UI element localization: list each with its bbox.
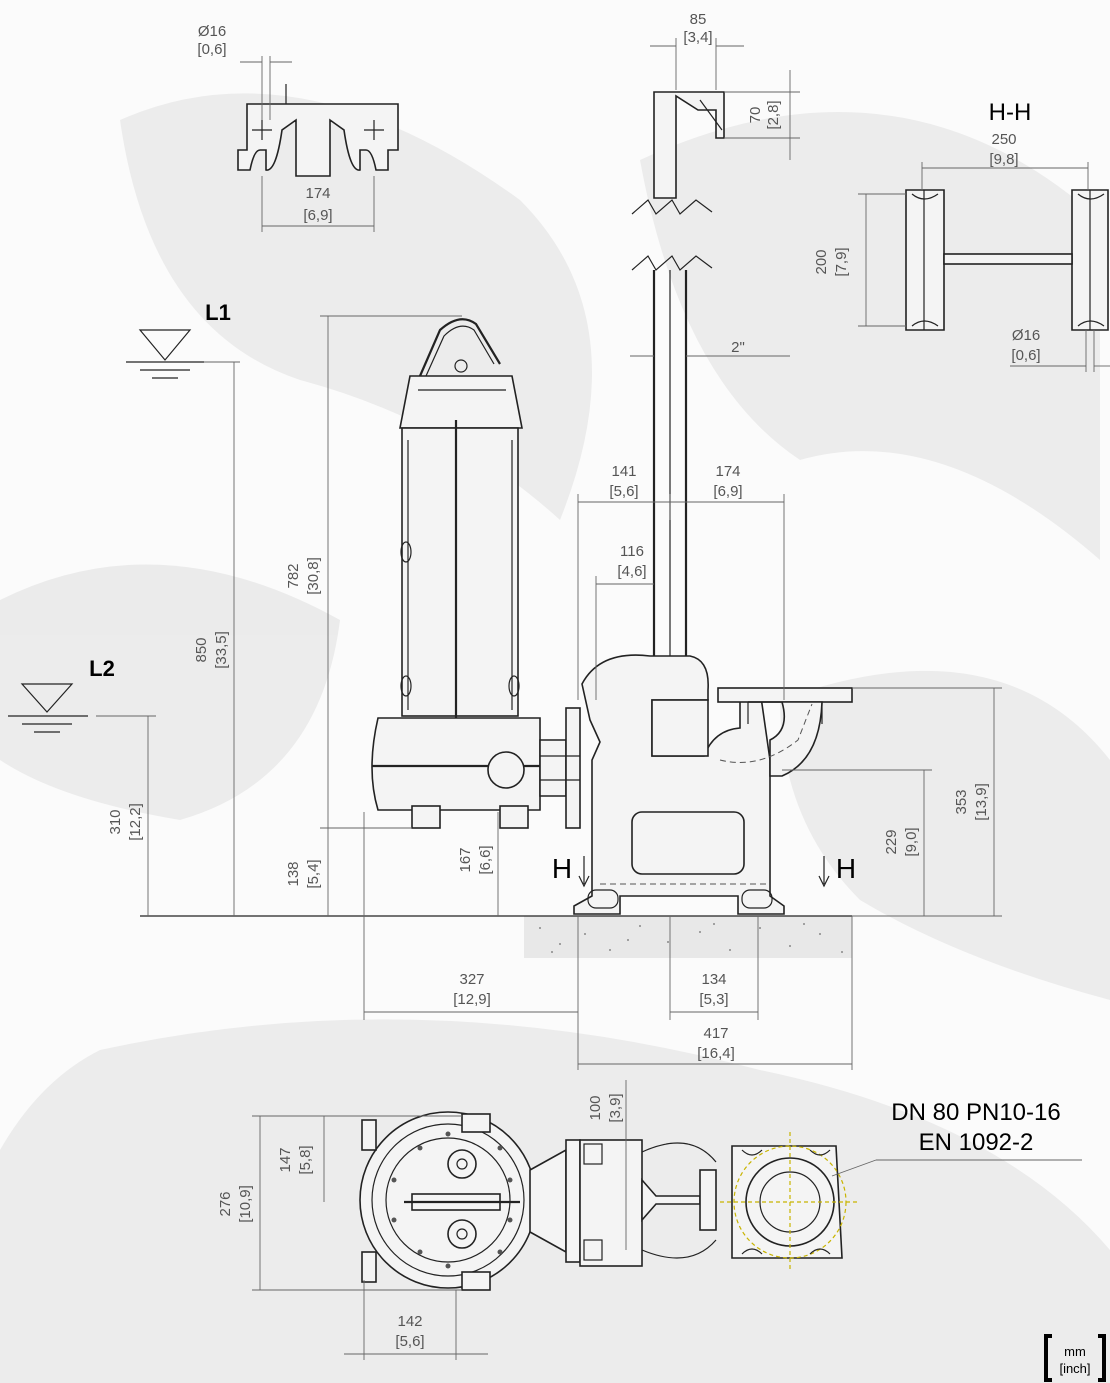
dim-174-mid-inch: [6,9] bbox=[713, 483, 742, 500]
dimension-147: 147 [5,8] bbox=[277, 1115, 462, 1202]
dim-327-mm: 327 bbox=[459, 971, 484, 988]
unit-legend: mm [inch] bbox=[1044, 1334, 1106, 1382]
dimension-116: 116 [4,6] bbox=[595, 543, 654, 700]
dim-174-top-inch: [6,9] bbox=[303, 207, 332, 224]
dim-147-mm: 147 bbox=[277, 1147, 294, 1172]
flange-spec-line1: DN 80 PN10-16 bbox=[891, 1099, 1060, 1126]
dim-100-mm: 100 bbox=[587, 1095, 604, 1120]
dim-276-inch: [10,9] bbox=[237, 1185, 254, 1223]
dimension-134: 134 [5,3] bbox=[669, 916, 759, 1020]
dim-327-inch: [12,9] bbox=[453, 991, 491, 1008]
upper-bracket-view bbox=[631, 91, 725, 271]
dim-174-top-mm: 174 bbox=[305, 185, 330, 202]
dim-100-inch: [3,9] bbox=[607, 1093, 624, 1122]
dim-353-inch: [13,9] bbox=[973, 783, 990, 821]
dimension-850: 850 [33,5] bbox=[193, 362, 235, 916]
dim-116-inch: [4,6] bbox=[617, 563, 646, 580]
level-l1-label: L1 bbox=[205, 300, 231, 325]
dimension-417: 417 [16,4] bbox=[577, 916, 853, 1070]
dim-782-inch: [30,8] bbox=[305, 557, 322, 595]
dim-417-inch: [16,4] bbox=[697, 1045, 735, 1062]
dim-167-mm: 167 bbox=[457, 847, 474, 872]
dim-d16-top-mm: Ø16 bbox=[198, 23, 226, 40]
dim-85-mm: 85 bbox=[690, 11, 707, 28]
dimension-174-mid: 174 [6,9] bbox=[670, 463, 785, 700]
pump-side-view bbox=[371, 318, 581, 829]
ground-concrete bbox=[140, 915, 852, 958]
pipe-size-callout: 2" bbox=[630, 339, 790, 357]
dim-85-inch: [3,4] bbox=[683, 29, 712, 46]
dim-310-inch: [12,2] bbox=[127, 803, 144, 841]
level-l1-marker: L1 bbox=[126, 300, 240, 379]
dimension-138: 138 [5,4] bbox=[285, 828, 329, 916]
dimension-142: 142 [5,6] bbox=[344, 1280, 488, 1360]
dim-229-mm: 229 bbox=[883, 829, 900, 854]
dimension-250: 250 [9,8] bbox=[921, 131, 1089, 190]
dimension-174-top: 174 [6,9] bbox=[261, 176, 375, 232]
dimension-100: 100 [3,9] bbox=[587, 1080, 627, 1250]
dimension-d16-top: Ø16 [0,6] bbox=[197, 23, 292, 120]
dimension-327: 327 [12,9] bbox=[363, 812, 579, 1020]
section-hh-view bbox=[905, 189, 1109, 331]
dimension-70: 70 [2,8] bbox=[724, 70, 800, 160]
dim-850-inch: [33,5] bbox=[213, 631, 230, 669]
dim-353-mm: 353 bbox=[953, 789, 970, 814]
section-h-left: H bbox=[552, 853, 572, 884]
dim-174-mid-mm: 174 bbox=[715, 463, 740, 480]
dimension-310: 310 [12,2] bbox=[107, 716, 149, 916]
dimension-85: 85 [3,4] bbox=[650, 11, 744, 90]
flange-top-view bbox=[720, 1132, 1082, 1272]
dim-134-inch: [5,3] bbox=[699, 991, 728, 1008]
dim-134-mm: 134 bbox=[701, 971, 726, 988]
dim-310-mm: 310 bbox=[107, 809, 124, 834]
dimension-200: 200 [7,9] bbox=[813, 193, 906, 327]
dim-417-mm: 417 bbox=[703, 1025, 728, 1042]
dim-229-inch: [9,0] bbox=[903, 827, 920, 856]
dim-138-inch: [5,4] bbox=[305, 859, 322, 888]
dim-d16-top-inch: [0,6] bbox=[197, 41, 226, 58]
dimension-229: 229 [9,0] bbox=[782, 769, 932, 917]
dim-142-inch: [5,6] bbox=[395, 1333, 424, 1350]
dim-167-inch: [6,6] bbox=[477, 845, 494, 874]
section-h-marker-left: H bbox=[552, 853, 590, 888]
dim-276-mm: 276 bbox=[217, 1191, 234, 1216]
dim-200-inch: [7,9] bbox=[833, 247, 850, 276]
dim-147-inch: [5,8] bbox=[297, 1145, 314, 1174]
dimension-d16-hh: Ø16 [0,6] bbox=[1010, 327, 1110, 372]
dim-d16-hh-inch: [0,6] bbox=[1011, 347, 1040, 364]
dim-116-mm: 116 bbox=[620, 543, 644, 560]
dim-142-mm: 142 bbox=[397, 1313, 422, 1330]
pipe-size-label: 2" bbox=[731, 339, 745, 356]
duck-foot-bend bbox=[573, 654, 853, 915]
level-l2-label: L2 bbox=[89, 656, 115, 681]
section-h-right: H bbox=[836, 853, 856, 884]
dimension-353: 353 [13,9] bbox=[852, 687, 1002, 917]
dim-141-mm: 141 bbox=[611, 463, 636, 480]
dim-782-mm: 782 bbox=[285, 563, 302, 588]
section-h-marker-right: H bbox=[818, 853, 856, 888]
dim-200-mm: 200 bbox=[813, 249, 830, 274]
dimension-141: 141 [5,6] bbox=[577, 463, 671, 700]
guide-claw-view bbox=[237, 84, 399, 177]
dim-70-mm: 70 bbox=[747, 107, 764, 124]
flange-spec-line2: EN 1092-2 bbox=[919, 1129, 1034, 1156]
pump-top-view bbox=[359, 1111, 717, 1291]
dim-850-mm: 850 bbox=[193, 637, 210, 662]
unit-inch: [inch] bbox=[1059, 1361, 1090, 1376]
level-l2-marker: L2 bbox=[8, 656, 156, 733]
dimension-782: 782 [30,8] bbox=[285, 315, 462, 829]
unit-mm: mm bbox=[1064, 1344, 1086, 1359]
dim-70-inch: [2,8] bbox=[765, 100, 782, 129]
dimension-167: 167 [6,6] bbox=[457, 812, 499, 916]
dim-250-inch: [9,8] bbox=[989, 151, 1018, 168]
dim-d16-hh-mm: Ø16 bbox=[1012, 327, 1040, 344]
dim-141-inch: [5,6] bbox=[609, 483, 638, 500]
dim-138-mm: 138 bbox=[285, 861, 302, 886]
discharge-pipe bbox=[652, 270, 688, 706]
dimension-276: 276 [10,9] bbox=[217, 1115, 462, 1291]
section-hh-title: H-H bbox=[989, 99, 1032, 126]
dim-250-mm: 250 bbox=[991, 131, 1016, 148]
